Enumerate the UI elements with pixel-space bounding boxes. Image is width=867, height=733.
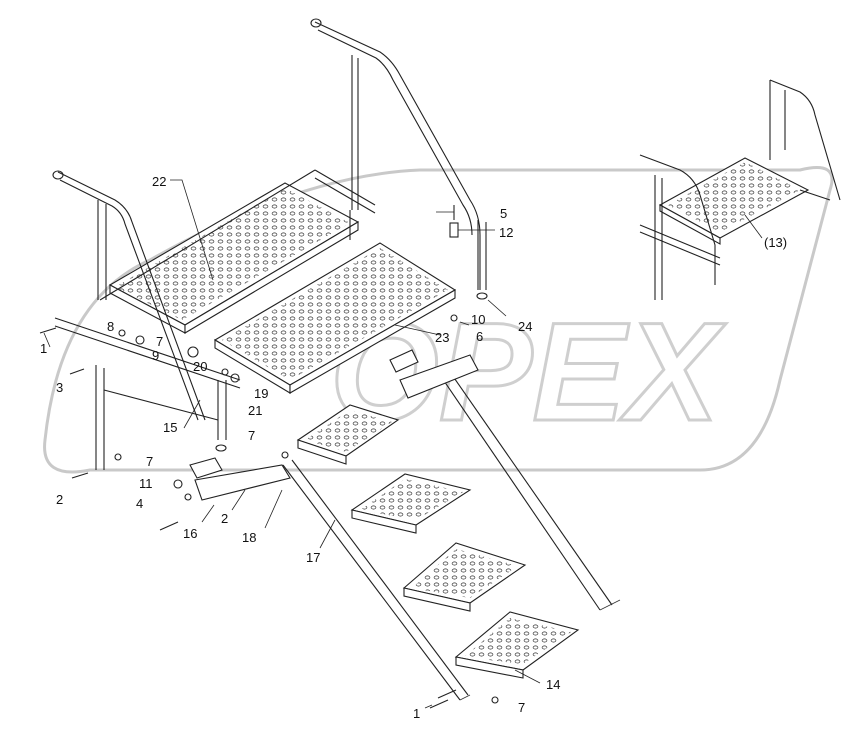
callout-4: 4: [136, 496, 143, 511]
stair-assembly: [39, 327, 621, 709]
callout-1b: 1: [413, 706, 420, 721]
callout-labels: 1 1 2 2 3 4 5 6 7 7 7 7 8 9 10 11 12 (13…: [40, 174, 787, 721]
callout-2a: 2: [56, 492, 63, 507]
callout-3: 3: [56, 380, 63, 395]
callout-16: 16: [183, 526, 197, 541]
callout-7c: 7: [146, 454, 153, 469]
callout-10: 10: [471, 312, 485, 327]
callout-17: 17: [306, 550, 320, 565]
callout-19: 19: [254, 386, 268, 401]
callout-22: 22: [152, 174, 166, 189]
callout-7d: 7: [518, 700, 525, 715]
callout-14: 14: [546, 677, 560, 692]
callout-9: 9: [152, 348, 159, 363]
callout-13: (13): [764, 235, 787, 250]
callout-8: 8: [107, 319, 114, 334]
small-platform-assembly: [639, 79, 841, 300]
callout-7b: 7: [248, 428, 255, 443]
callout-7a: 7: [156, 334, 163, 349]
callout-18: 18: [242, 530, 256, 545]
callout-1a: 1: [40, 341, 47, 356]
callout-21: 21: [248, 403, 262, 418]
callout-11: 11: [139, 476, 153, 491]
callout-5: 5: [500, 206, 507, 221]
callout-6: 6: [476, 329, 483, 344]
callout-24: 24: [518, 319, 532, 334]
callout-20: 20: [193, 359, 207, 374]
callout-2b: 2: [221, 511, 228, 526]
upper-platform: [52, 18, 488, 470]
callout-12: 12: [499, 225, 513, 240]
leader-lines: [43, 179, 763, 709]
callout-23: 23: [435, 330, 449, 345]
callout-15: 15: [163, 420, 177, 435]
